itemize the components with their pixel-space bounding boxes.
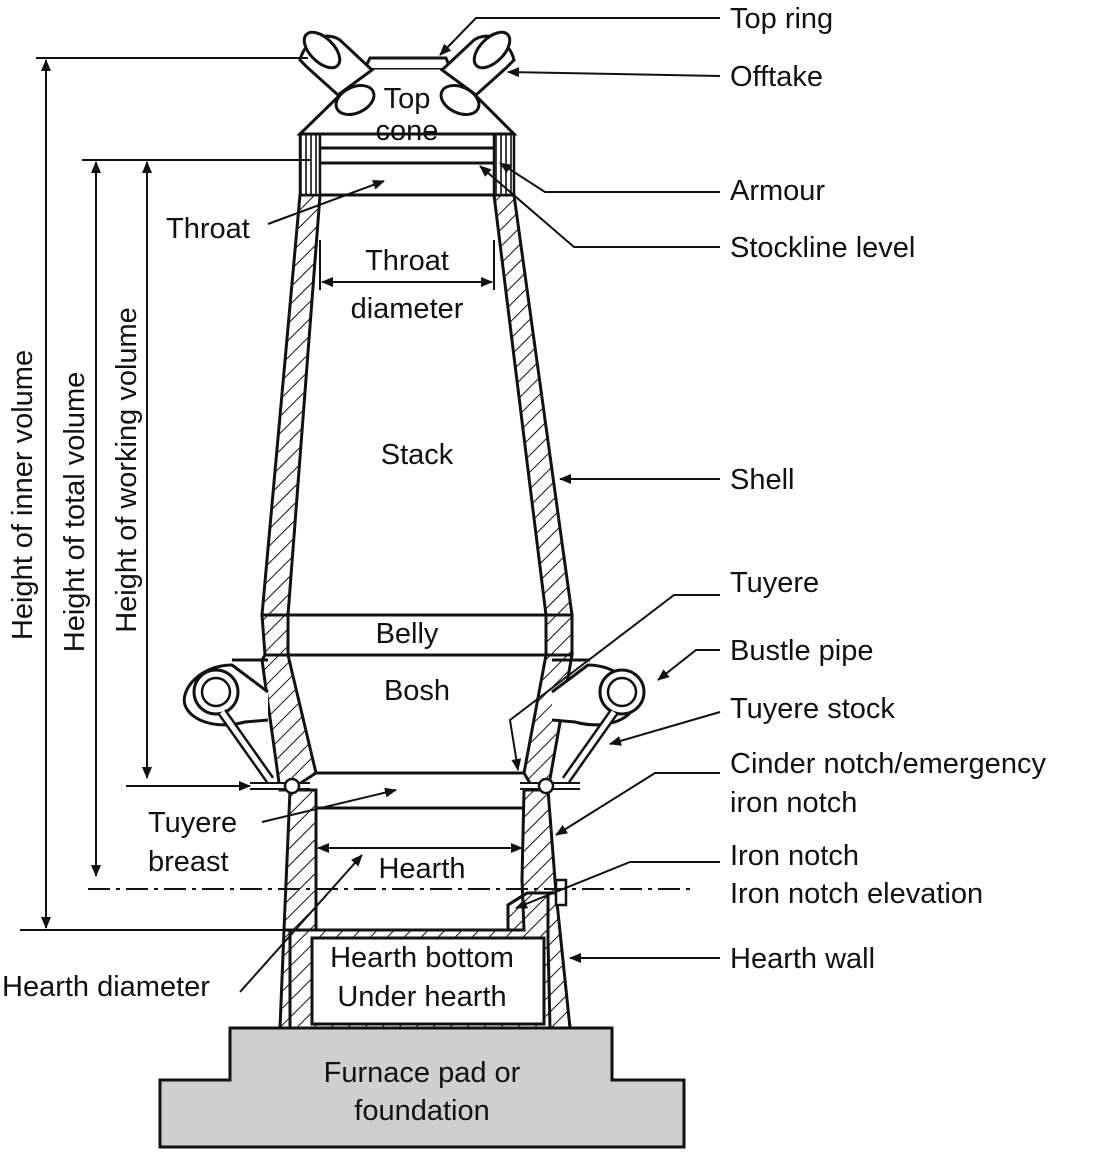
stack-wall-left bbox=[260, 193, 322, 617]
label-height-total-volume: Height of total volume bbox=[59, 372, 91, 652]
label-iron-notch: Iron notch bbox=[730, 840, 859, 872]
leader-tuyere-breast bbox=[261, 787, 397, 823]
leader-cinder-notch bbox=[555, 772, 720, 836]
tuyere-stock-left bbox=[217, 709, 310, 795]
label-hearth: Hearth bbox=[378, 853, 465, 885]
hearth-wall-right-lower bbox=[546, 891, 572, 1030]
stack-wall-right bbox=[492, 193, 574, 617]
label-throat: Throat bbox=[166, 213, 250, 245]
label-furnace-pad-2: foundation bbox=[354, 1095, 489, 1127]
iron-notch-block bbox=[554, 878, 568, 907]
label-stack: Stack bbox=[381, 439, 454, 471]
label-throat-diameter-1: Throat bbox=[365, 245, 449, 277]
label-belly: Belly bbox=[376, 618, 439, 650]
label-tuyere: Tuyere bbox=[730, 567, 819, 599]
offtake-opening-left bbox=[334, 83, 376, 117]
leader-tuyere-stock bbox=[609, 711, 721, 746]
label-cinder-notch-1: Cinder notch/emergency bbox=[730, 748, 1046, 780]
label-furnace-pad-1: Furnace pad or bbox=[324, 1057, 521, 1089]
offtake-right-end bbox=[472, 30, 512, 70]
hearth-bottom-label-box bbox=[310, 936, 546, 1026]
leader-top-ring bbox=[439, 17, 720, 56]
label-under-hearth: Under hearth bbox=[337, 981, 506, 1013]
bosh-wall-left bbox=[260, 653, 318, 792]
label-height-inner-volume: Height of inner volume bbox=[7, 350, 39, 640]
leader-armour bbox=[499, 162, 720, 193]
label-tuyere-breast-2: breast bbox=[148, 846, 229, 878]
tuyere-stock-right bbox=[520, 709, 619, 795]
label-throat-diameter-2: diameter bbox=[351, 293, 464, 325]
label-shell: Shell bbox=[730, 464, 795, 496]
bustle-pipe-right bbox=[551, 658, 646, 727]
label-tuyere-breast-1: Tuyere bbox=[148, 807, 237, 839]
furnace-pad bbox=[158, 1026, 686, 1149]
label-top-cone-2: cone bbox=[376, 115, 439, 147]
offtake-left-end bbox=[302, 30, 342, 70]
label-cinder-notch-2: iron notch bbox=[730, 787, 857, 819]
label-armour: Armour bbox=[730, 175, 825, 207]
label-iron-notch-elevation: Iron notch elevation bbox=[730, 878, 983, 910]
label-offtake: Offtake bbox=[730, 61, 823, 93]
leader-tuyere bbox=[508, 594, 720, 771]
label-hearth-wall: Hearth wall bbox=[730, 943, 875, 975]
bustle-pipe-left bbox=[182, 658, 269, 727]
top-ring bbox=[363, 56, 452, 69]
label-height-working-volume: Height of working volume bbox=[111, 307, 143, 633]
leader-hearth-diameter bbox=[239, 854, 363, 993]
label-top-ring: Top ring bbox=[730, 3, 833, 35]
leader-offtake bbox=[507, 67, 721, 78]
label-tuyere-stock: Tuyere stock bbox=[730, 693, 895, 725]
offtake-opening-right bbox=[439, 83, 481, 117]
label-stockline: Stockline level bbox=[730, 232, 915, 264]
label-bosh: Bosh bbox=[384, 675, 450, 707]
leader-bustle-pipe bbox=[657, 649, 720, 681]
leader-iron-notch bbox=[515, 861, 720, 909]
label-hearth-bottom: Hearth bottom bbox=[330, 942, 514, 974]
armour-left bbox=[298, 132, 322, 197]
label-hearth-diameter: Hearth diameter bbox=[2, 971, 210, 1003]
leader-throat bbox=[267, 180, 385, 225]
belly-wall-left bbox=[260, 613, 290, 657]
leader-stockline bbox=[479, 165, 720, 248]
hearth-wall-right bbox=[506, 788, 558, 932]
belly-wall-right bbox=[544, 613, 574, 657]
label-top-cone-1: Top bbox=[384, 83, 431, 115]
label-bustle-pipe: Bustle pipe bbox=[730, 635, 874, 667]
